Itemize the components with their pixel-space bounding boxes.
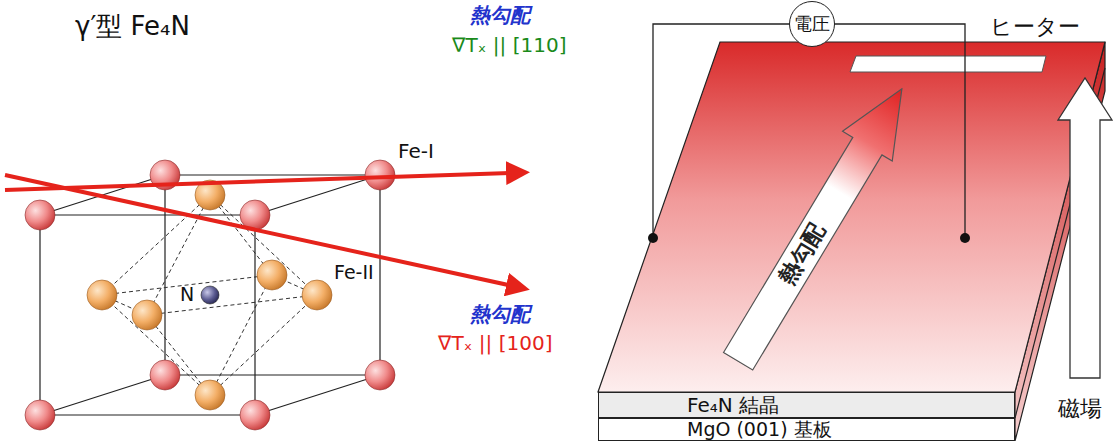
atoms-front bbox=[25, 200, 270, 430]
gradient-direction: ∇Tₓ || [110] bbox=[452, 34, 566, 57]
node-text: 熱勾配 bbox=[775, 219, 831, 289]
field-label: 磁場 bbox=[1058, 396, 1102, 421]
heater-label: ヒーター bbox=[990, 14, 1080, 39]
gradient-arrows bbox=[5, 173, 522, 289]
front-face bbox=[40, 215, 255, 415]
atom-label: Fe-I bbox=[398, 140, 434, 163]
wires bbox=[653, 24, 965, 238]
sample-slab bbox=[598, 42, 1105, 441]
gradient-direction: ∇Tₓ || [100] bbox=[438, 332, 552, 355]
figure-title: γ′型 Fe₄N bbox=[75, 12, 190, 42]
atom-label: N bbox=[180, 284, 194, 306]
unit-cell bbox=[40, 175, 380, 415]
node-text: Fe₄N 結晶 bbox=[687, 395, 779, 415]
gradient-title: 熱勾配 bbox=[470, 303, 530, 326]
gradient-title: 熱勾配 bbox=[470, 4, 530, 27]
node-text: 電圧 bbox=[794, 14, 830, 35]
substrate-layer: MgO (001) 基板 bbox=[598, 418, 1015, 441]
node-text: MgO (001) 基板 bbox=[687, 420, 832, 439]
magnetic-field-arrow bbox=[1058, 78, 1112, 378]
heater bbox=[850, 56, 1046, 72]
octahedron bbox=[102, 195, 317, 395]
atom-label: Fe-II bbox=[334, 262, 374, 284]
film-layer: Fe₄N 結晶 bbox=[598, 392, 1015, 418]
voltmeter-circle: 電圧 bbox=[789, 1, 835, 47]
atoms-back bbox=[87, 160, 395, 410]
